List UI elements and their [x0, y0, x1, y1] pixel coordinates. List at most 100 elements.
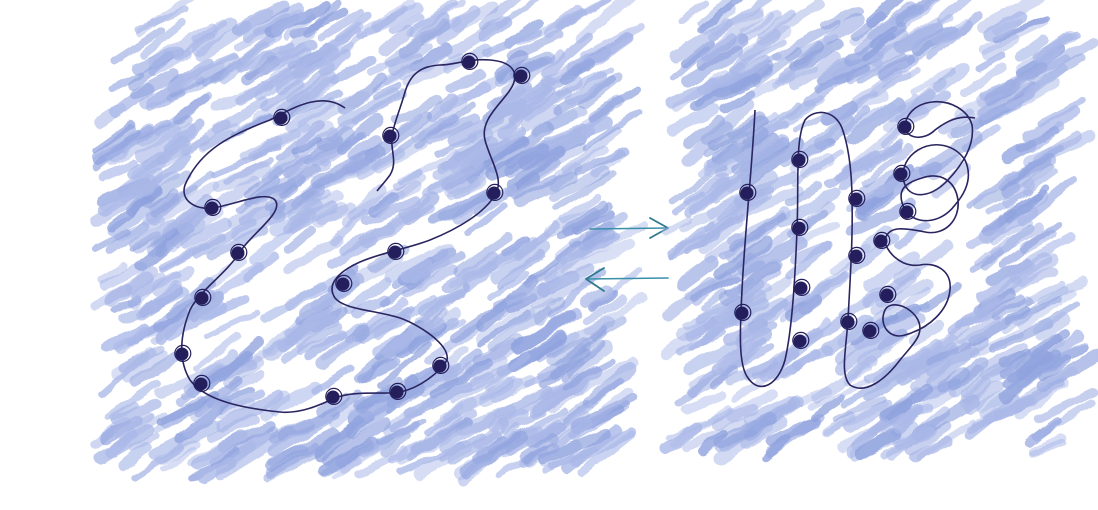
shading-stroke	[1022, 168, 1058, 196]
shading-stroke	[487, 121, 554, 174]
point-marker	[740, 186, 754, 200]
shading-stroke	[129, 68, 179, 100]
shading-stroke	[260, 281, 326, 323]
shading-stroke	[938, 106, 974, 136]
shading-stroke	[257, 43, 307, 74]
point-outline	[848, 246, 866, 264]
shading-stroke	[166, 57, 214, 93]
shading-stroke	[588, 290, 619, 312]
shading-stroke	[558, 59, 597, 85]
shading-stroke	[757, 10, 796, 40]
left-points	[174, 52, 531, 405]
point-marker	[894, 167, 908, 181]
right-panel-shading	[660, 0, 1098, 466]
left-panel-shading	[90, 0, 648, 485]
shading-stroke	[780, 120, 842, 168]
shading-stroke	[281, 322, 318, 350]
shading-stroke	[428, 188, 491, 226]
shading-stroke	[267, 412, 333, 457]
shading-stroke	[881, 66, 921, 91]
shading-stroke	[574, 0, 635, 44]
shading-stroke	[1028, 433, 1066, 456]
shading-stroke	[322, 334, 356, 363]
shading-stroke	[166, 207, 224, 252]
shading-stroke	[180, 218, 232, 250]
shading-stroke	[139, 19, 188, 59]
shading-stroke	[981, 33, 1020, 61]
shading-stroke	[302, 0, 343, 38]
shading-stroke	[370, 130, 427, 171]
shading-stroke	[356, 314, 412, 342]
shading-stroke	[1032, 399, 1096, 441]
shading-stroke	[377, 341, 433, 389]
shading-stroke	[98, 159, 139, 182]
shading-stroke	[421, 148, 485, 197]
shading-stroke	[293, 412, 327, 431]
point-marker	[194, 377, 208, 391]
shading-stroke	[511, 309, 576, 355]
shading-stroke	[756, 0, 824, 46]
point-marker	[792, 221, 806, 235]
shading-stroke	[499, 409, 547, 434]
shading-stroke	[541, 32, 594, 79]
shading-stroke	[376, 417, 426, 446]
shading-stroke	[689, 161, 753, 217]
point-outline	[193, 374, 211, 392]
shading-stroke	[489, 240, 551, 284]
shading-stroke	[466, 135, 528, 183]
shading-stroke	[464, 201, 508, 238]
shading-stroke	[848, 233, 900, 275]
shading-stroke	[986, 188, 1032, 216]
shading-stroke	[400, 259, 434, 283]
shading-stroke	[335, 440, 375, 468]
shading-stroke	[876, 52, 914, 80]
point-outline	[486, 183, 504, 201]
shading-stroke	[146, 227, 181, 257]
shading-stroke	[822, 411, 856, 438]
shading-stroke	[981, 342, 1028, 373]
shading-stroke	[1038, 354, 1072, 382]
point-outline	[194, 288, 212, 306]
shading-stroke	[785, 293, 823, 323]
shading-stroke	[398, 193, 432, 220]
shading-stroke	[362, 195, 420, 227]
shading-stroke	[148, 23, 218, 69]
shading-stroke	[744, 70, 796, 102]
shading-stroke	[847, 101, 897, 133]
shading-stroke	[538, 428, 612, 466]
shading-stroke	[1034, 313, 1071, 341]
shading-stroke	[793, 220, 840, 245]
shading-stroke	[97, 262, 129, 285]
shading-stroke	[1023, 130, 1096, 169]
shading-stroke	[440, 80, 490, 114]
shading-stroke	[524, 76, 583, 123]
shading-stroke	[484, 352, 530, 392]
shading-stroke	[766, 416, 821, 447]
shading-stroke	[539, 348, 591, 389]
point-marker	[383, 129, 397, 143]
shading-stroke	[732, 374, 769, 404]
shading-stroke	[738, 10, 783, 46]
shading-stroke	[156, 391, 220, 426]
shading-stroke	[91, 229, 131, 252]
shading-stroke	[118, 300, 159, 324]
shading-stroke	[683, 115, 726, 150]
shading-stroke	[212, 97, 270, 135]
shading-stroke	[275, 70, 337, 119]
shading-stroke	[151, 171, 215, 218]
point-marker	[841, 315, 855, 329]
shading-stroke	[893, 240, 954, 285]
shading-stroke	[545, 126, 582, 146]
shading-stroke	[975, 52, 1006, 72]
shading-stroke	[686, 364, 739, 398]
shading-stroke	[856, 52, 906, 85]
shading-stroke	[931, 19, 973, 45]
point-outline	[897, 117, 915, 136]
shading-stroke	[873, 338, 943, 388]
shading-stroke	[999, 220, 1062, 269]
shading-stroke	[853, 313, 926, 350]
shading-stroke	[735, 299, 790, 342]
shading-stroke	[854, 428, 901, 461]
shading-stroke	[90, 183, 155, 228]
